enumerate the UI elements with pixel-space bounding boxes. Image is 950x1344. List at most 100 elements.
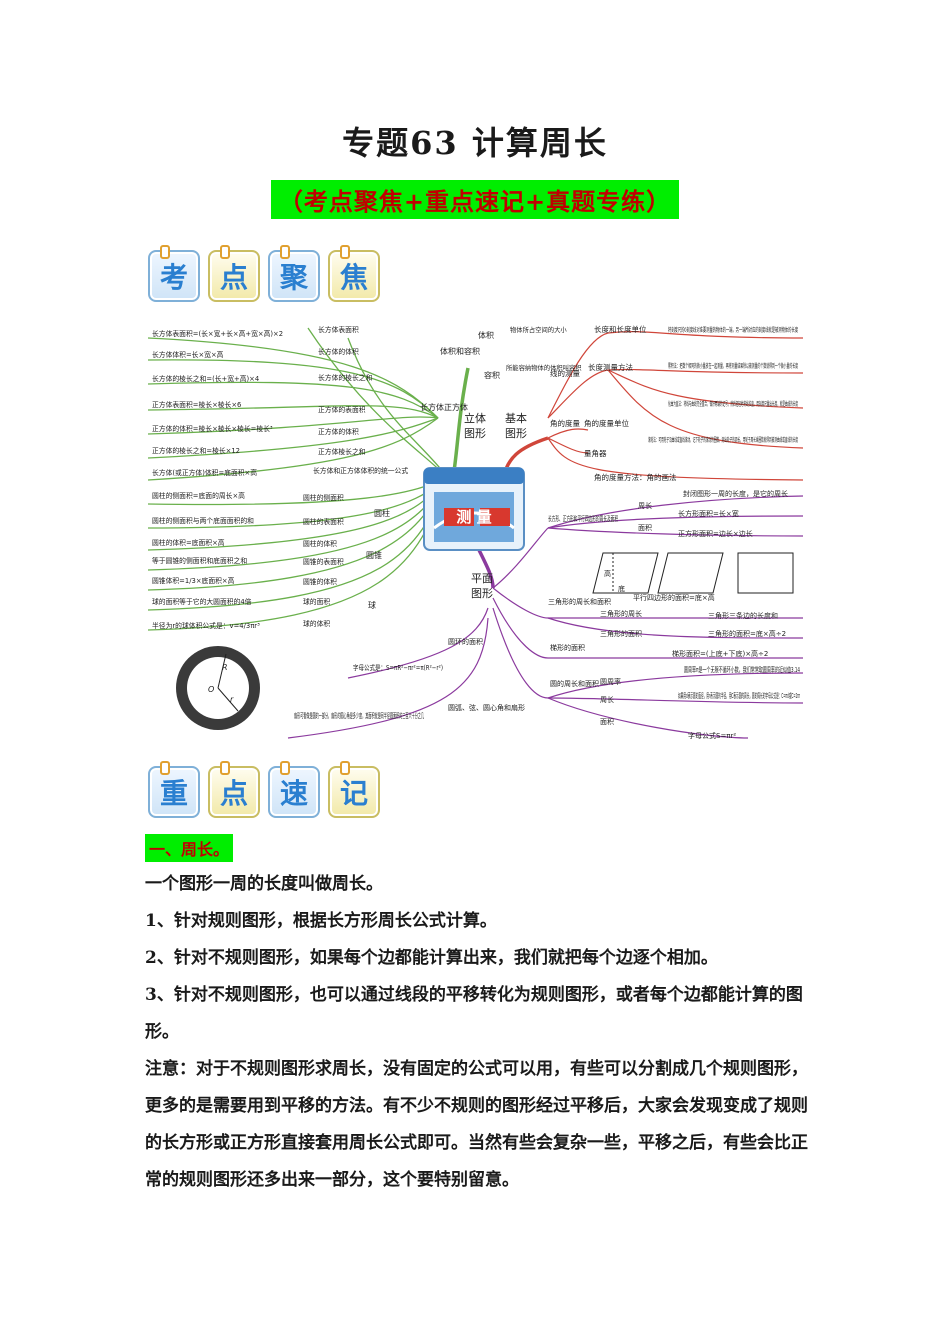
svg-text:R: R [222,663,228,672]
svg-text:物体所占空间的大小: 物体所占空间的大小 [510,325,567,334]
branch-basic: 基本 [505,411,527,425]
svg-text:圆柱的侧面积: 圆柱的侧面积 [303,493,344,502]
section-body: 一个图形一周的长度叫做周长。 1、针对规则图形，根据长方形周长公式计算。 2、针… [145,866,810,1199]
svg-text:容积: 容积 [484,370,500,380]
svg-text:长度和长度单位: 长度和长度单位 [594,324,647,334]
mind-map: 测 量 立体 图形 基本 图形 平面 图形 长方体表面积=(长×宽+长×高+宽×… [148,324,803,740]
svg-text:正方体的体积: 正方体的体积 [318,427,359,436]
right-bottom-labels: 长方形、正方形和平行四边形的周长及面积 周长 封闭图形一周的长度，是它的周长 面… [294,489,800,740]
svg-text:周长: 周长 [638,501,652,510]
paragraph-1: 一个图形一周的长度叫做周长。 [145,874,383,894]
svg-text:三角形的周长和面积: 三角形的周长和面积 [548,597,611,606]
center-label: 测 量 [456,508,491,526]
svg-text:正方体的体积=棱长×棱长×棱长=棱长³: 正方体的体积=棱长×棱长×棱长=棱长³ [152,424,273,433]
svg-text:圆柱的侧面积=底面的周长×高: 圆柱的侧面积=底面的周长×高 [152,491,245,500]
svg-text:图形: 图形 [464,427,486,440]
svg-text:正方形面积=边长×边长: 正方形面积=边长×边长 [678,529,753,538]
right-top-desc: 将刻度尺的0刻度线对准要测量的物体的一端，另一端所对应的刻度线就是被测物体的长度… [648,326,798,444]
badge-row-kaodian: 考 点 聚 焦 [148,245,380,302]
branch-plane: 平面 [471,572,493,585]
svg-text:梯形面积=(上底+下底)×高÷2: 梯形面积=(上底+下底)×高÷2 [672,649,768,658]
subtitle-wrap: （考点聚焦+重点速记+真题专练） [0,180,950,219]
svg-text:线的测量: 线的测量 [550,368,580,378]
left-formulas: 长方体表面积=(长×宽+长×高+宽×高)×2 长方体体积=长×宽×高 长方体的棱… [152,329,283,630]
svg-text:长方体的体积: 长方体的体积 [318,347,359,356]
ring-diagram: R O r [176,646,260,730]
svg-text:三角形三条边的长度和: 三角形三条边的长度和 [708,611,778,620]
paragraph-4: 3、针对不规则图形，也可以通过线段的平移转化为规则图形，或者每个边都能计算的图形… [145,985,803,1042]
svg-text:角的度量: 角的度量 [550,418,580,428]
left-labels: 长方体表面积 长方体的体积 长方体的棱长之和 正方体的表面积 正方体的体积 正方… [303,325,408,628]
paragraph-3: 2、针对不规则图形，如果每个边都能计算出来，我们就把每个边逐个相加。 [145,948,718,968]
svg-text:化曲为直法：将线与曲线完全重合，做好两端的记号，然后轻轻地将: 化曲为直法：将线与曲线完全重合，做好两端的记号，然后轻轻地将线拉直，用刻度尺量出… [668,400,798,408]
svg-text:长方体正方体: 长方体正方体 [420,402,468,412]
svg-text:长方形、正方形和平行四边形的周长及面积: 长方形、正方形和平行四边形的周长及面积 [548,514,618,523]
svg-text:三角形的面积=底×高÷2: 三角形的面积=底×高÷2 [708,629,786,638]
svg-text:如果用d表示圆的直径，用r表示圆的半径，用C表示圆的周长，圆: 如果用d表示圆的直径，用r表示圆的半径，用C表示圆的周长，圆的周长的字母公式是：… [678,691,800,700]
svg-text:圆锥的体积: 圆锥的体积 [303,577,337,586]
subtitle: （考点聚焦+重点速记+真题专练） [270,180,680,219]
svg-text:平行四边形的面积=底×高: 平行四边形的面积=底×高 [633,593,715,602]
svg-text:长方体的棱长之和=(长+宽+高)×4: 长方体的棱长之和=(长+宽+高)×4 [152,374,259,383]
svg-text:圆周率π是一个无限不循环小数，我们常常取圆周率的近似值3.1: 圆周率π是一个无限不循环小数，我们常常取圆周率的近似值3.14 [684,665,800,674]
badge-2: 点 [208,245,260,302]
svg-text:体积和容积: 体积和容积 [440,346,480,356]
svg-text:周长: 周长 [600,695,614,704]
svg-text:圆锥的表面积: 圆锥的表面积 [303,557,344,566]
svg-text:球的面积等于它的大圆面积的4倍: 球的面积等于它的大圆面积的4倍 [152,597,252,606]
svg-text:圆柱: 圆柱 [374,508,390,518]
svg-text:角的度量单位: 角的度量单位 [584,418,629,428]
svg-text:长度测量方法: 长度测量方法 [588,362,633,372]
svg-text:球的体积: 球的体积 [303,619,330,628]
svg-text:长方体表面积=(长×宽+长×高+宽×高)×2: 长方体表面积=(长×宽+长×高+宽×高)×2 [152,329,283,338]
svg-text:圆弧、弦、圆心角和扇形: 圆弧、弦、圆心角和扇形 [448,703,525,712]
parallelogram-diagram: 高 底 [592,552,794,594]
svg-text:长方体(或正方体)体积=底面积×高: 长方体(或正方体)体积=底面积×高 [152,468,257,477]
svg-text:体积: 体积 [478,330,494,340]
svg-text:长方体表面积: 长方体表面积 [318,325,359,334]
group-labels: 长方体正方体 圆柱 圆锥 球 体积和容积 体积 容积 [366,330,500,610]
svg-text:球: 球 [368,600,376,610]
page-title: 专题63 计算周长 [342,124,608,162]
svg-text:三角形的周长: 三角形的周长 [600,609,642,618]
svg-text:长方体的棱长之和: 长方体的棱长之和 [318,373,373,382]
paragraph-5: 注意：对于不规则图形求周长，没有固定的公式可以用，有些可以分割成几个规则图形，更… [145,1059,808,1190]
svg-text:面积: 面积 [600,717,614,726]
svg-text:圆的周长和面积: 圆的周长和面积 [550,679,599,688]
red-branches [501,331,803,481]
svg-text:圆环的面积: 圆环的面积 [448,637,483,646]
section-heading: 一、周长。 [145,834,234,862]
svg-text:封闭图形一周的长度，是它的周长: 封闭图形一周的长度，是它的周长 [683,489,788,498]
svg-text:球的面积: 球的面积 [303,597,330,606]
svg-text:圆锥: 圆锥 [366,550,382,560]
svg-text:量角器: 量角器 [584,448,607,458]
svg-text:图形: 图形 [471,587,493,600]
svg-text:字母公式S=πr²: 字母公式S=πr² [688,731,736,740]
badge-3: 聚 [268,245,320,302]
badge-4: 焦 [328,245,380,302]
badge-8: 记 [328,761,380,818]
badge-6: 点 [208,761,260,818]
svg-text:圆柱的侧面积与两个底面面积的和: 圆柱的侧面积与两个底面面积的和 [152,516,254,525]
svg-text:梯形的面积: 梯形的面积 [550,643,585,652]
svg-text:圆柱的体积=底面积×高: 圆柱的体积=底面积×高 [152,538,225,547]
svg-text:面积: 面积 [638,523,652,532]
svg-text:角的度量方法：角的画法: 角的度量方法：角的画法 [594,472,677,482]
svg-text:r: r [230,695,234,704]
svg-text:正方体表面积=棱长×棱长×6: 正方体表面积=棱长×棱长×6 [152,400,241,409]
svg-text:将刻度尺的0刻度线对准要测量的物体的一端，另一端所对应的刻度: 将刻度尺的0刻度线对准要测量的物体的一端，另一端所对应的刻度线就是被测物体的长度 [668,326,798,334]
svg-text:长方体体积=长×宽×高: 长方体体积=长×宽×高 [152,350,224,359]
svg-text:正方体的棱长之和=棱长×12: 正方体的棱长之和=棱长×12 [152,446,240,455]
purple-branches [287,495,803,739]
svg-text:长方形面积=长×宽: 长方形面积=长×宽 [678,509,739,518]
badge-5: 重 [148,761,200,818]
branch-solid: 立体 [464,411,486,425]
center-icon: 测 量 [423,467,525,551]
svg-text:半径为r的球体积公式是：v=4/3πr³: 半径为r的球体积公式是：v=4/3πr³ [152,621,260,630]
svg-text:底: 底 [618,584,625,593]
svg-text:圆柱的表面积: 圆柱的表面积 [303,517,344,526]
svg-text:圆锥体积=1/3×底面积×高: 圆锥体积=1/3×底面积×高 [152,576,235,585]
svg-text:长方体和正方体体积的统一公式: 长方体和正方体体积的统一公式 [313,466,408,475]
svg-text:正方体棱长之和: 正方体棱长之和 [318,447,366,456]
svg-text:字母公式是：S=πR²−πr²=π(R²−r²): 字母公式是：S=πR²−πr²=π(R²−r²) [353,663,443,672]
